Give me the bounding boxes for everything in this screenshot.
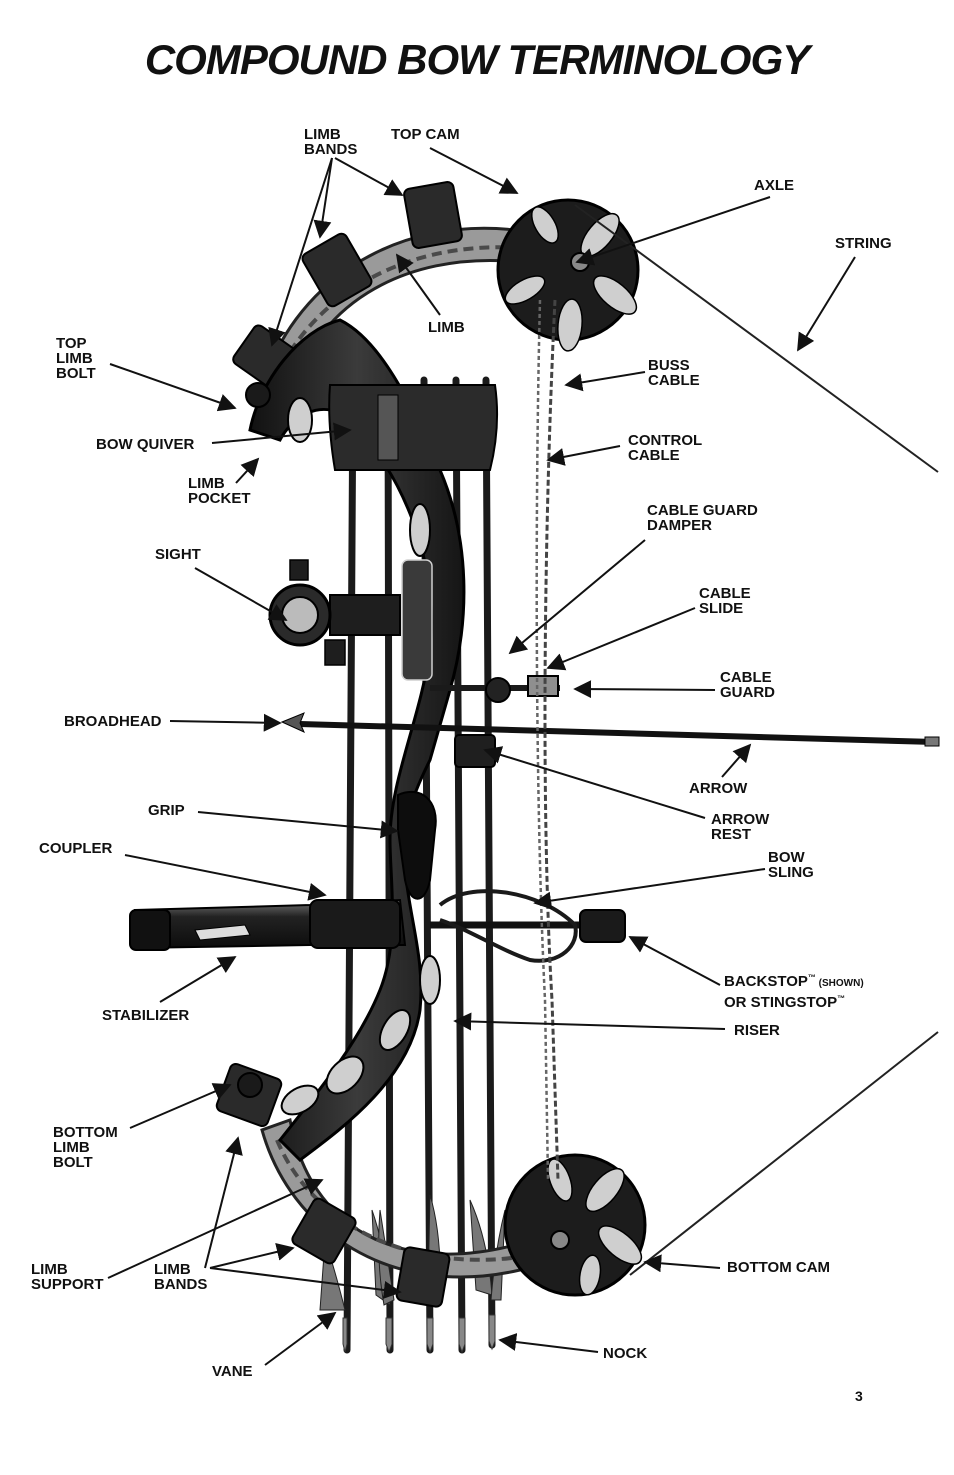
label-vane: VANE <box>212 1363 253 1380</box>
string-lower <box>629 1031 939 1276</box>
diagram-title: COMPOUND BOW TERMINOLOGY <box>144 36 810 83</box>
cable-guard-damper-icon <box>485 677 511 703</box>
bottom-cam-icon <box>503 1153 647 1297</box>
broadhead-icon <box>280 712 305 733</box>
trademark-mark: ™ <box>807 973 816 982</box>
label-stabilizer: STABILIZER <box>102 1007 190 1024</box>
control-cable-line <box>535 299 550 1181</box>
label-bottom-limb-bolt: BOTTOM LIMB BOLT <box>53 1124 118 1171</box>
coupler-icon <box>309 899 401 949</box>
label-top-limb-bolt: TOP LIMB BOLT <box>56 335 96 382</box>
label-cable-guard-damper: CABLE GUARD DAMPER <box>647 502 758 534</box>
buss-cable-line <box>543 299 560 1181</box>
sight-icon <box>268 559 401 666</box>
label-string: STRING <box>835 235 892 252</box>
leader-lines <box>107 147 856 1366</box>
nocked-arrow <box>299 721 936 745</box>
label-top-cam: TOP CAM <box>391 126 460 143</box>
page-number: 3 <box>855 1388 863 1404</box>
label-broadhead: BROADHEAD <box>64 713 162 730</box>
label-backstop: BACKSTOP™ (SHOWN)OR STINGSTOP™ <box>724 970 864 1010</box>
backstop-icon <box>579 909 626 943</box>
label-grip: GRIP <box>148 802 185 819</box>
label-arrow: ARROW <box>689 780 748 797</box>
label-arrow-rest: ARROW REST <box>711 811 770 843</box>
bow-sling-icon <box>438 889 578 963</box>
cable-slide-icon <box>527 675 559 697</box>
label-sight: SIGHT <box>155 546 201 563</box>
label-cable-guard: CABLE GUARD <box>720 669 775 701</box>
string-upper <box>574 204 939 473</box>
label-axle: AXLE <box>754 177 795 194</box>
label-buss-cable: BUSS CABLE <box>648 357 700 389</box>
label-nock: NOCK <box>603 1345 648 1362</box>
riser-logo-plate <box>401 559 433 681</box>
label-control-cable: CONTROL CABLE <box>628 432 703 464</box>
riser-cutouts <box>280 397 441 1116</box>
label-backstop-shown: (SHOWN) <box>815 978 864 989</box>
label-backstop-line1: BACKSTOP <box>724 973 808 990</box>
top-cam-icon <box>496 198 640 352</box>
bow-quiver-icon <box>328 384 499 471</box>
arrow-tips <box>342 1314 496 1354</box>
label-limb-support: LIMB SUPPORT <box>31 1261 104 1293</box>
label-limb-bands-bottom: LIMB BANDS <box>154 1261 208 1293</box>
top-limb-bolt-icon <box>245 382 271 408</box>
label-cable-slide: CABLE SLIDE <box>699 585 751 617</box>
label-bottom-cam: BOTTOM CAM <box>727 1259 831 1276</box>
label-limb: LIMB <box>428 319 465 336</box>
label-limb-pocket: LIMB POCKET <box>188 475 251 507</box>
stabilizer-icon <box>129 898 407 951</box>
label-riser: RISER <box>734 1022 780 1039</box>
trademark-mark-2: ™ <box>837 994 846 1003</box>
grip-icon <box>397 790 437 900</box>
label-bow-sling: BOW SLING <box>768 849 814 881</box>
label-limb-bands-top: LIMB BANDS <box>304 126 358 158</box>
bottom-limb-bolt-icon <box>237 1072 263 1098</box>
label-coupler: COUPLER <box>39 840 113 857</box>
label-backstop-line2: OR STINGSTOP <box>724 994 838 1011</box>
label-bow-quiver: BOW QUIVER <box>96 436 195 453</box>
